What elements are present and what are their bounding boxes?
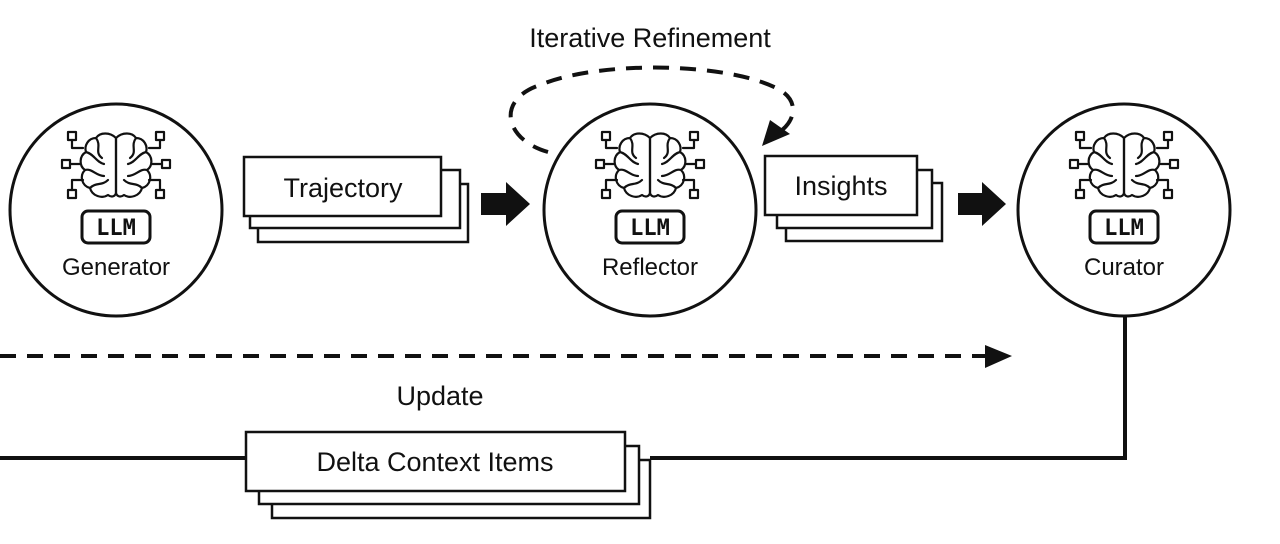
curator-label: Curator: [1084, 254, 1164, 281]
arrow-to-curator: [958, 182, 1006, 226]
arrow-to-reflector: [481, 182, 530, 226]
insights-card: Insights: [763, 154, 944, 243]
trajectory-label: Trajectory: [283, 173, 403, 203]
llm-badge: [80, 209, 152, 245]
generator-label: Generator: [62, 254, 170, 281]
curator-feedback-line: [650, 316, 1127, 460]
trajectory-card: Trajectory: [242, 155, 470, 244]
llm-badge: [614, 209, 686, 245]
llm-badge-text: LLM: [96, 216, 136, 241]
curator-node: LLM Curator: [1016, 102, 1232, 318]
diagram-title: Iterative Refinement: [529, 23, 771, 53]
dashed-flow-arrowhead: [985, 345, 1012, 368]
update-label: Update: [396, 381, 483, 411]
insights-label: Insights: [794, 171, 887, 201]
reflector-node: LLM Reflector: [542, 102, 758, 318]
refinement-loop-arrow: [508, 65, 795, 154]
generator-node: LLM Generator: [8, 102, 224, 318]
refinement-loop-arrowhead: [762, 120, 790, 146]
delta-context-label: Delta Context Items: [316, 447, 553, 477]
reflector-label: Reflector: [602, 254, 698, 281]
delta-context-card: Delta Context Items: [244, 430, 652, 520]
llm-badge-text: LLM: [1104, 216, 1144, 241]
llm-badge-text: LLM: [630, 216, 670, 241]
llm-badge: [1088, 209, 1160, 245]
